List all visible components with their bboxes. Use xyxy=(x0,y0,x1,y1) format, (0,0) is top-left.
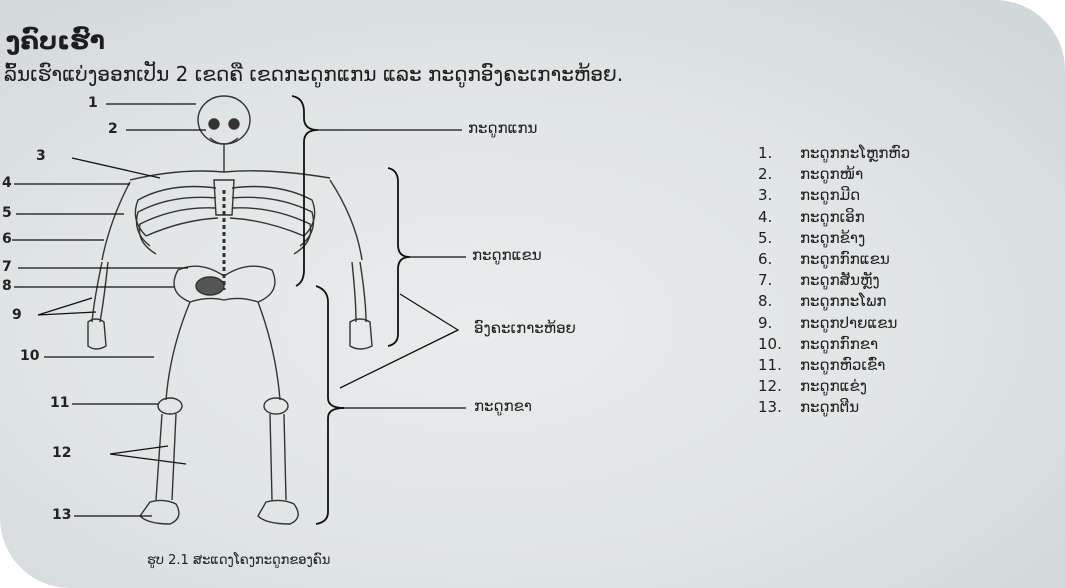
legend-item: 11.ກະດູກຫົວເຂົ່າ xyxy=(758,355,910,376)
pelvis-shade xyxy=(196,277,224,295)
forearm-right-a xyxy=(360,262,366,322)
tibia-right-b xyxy=(284,414,286,500)
legend-item: 13.ກະດູກຕີນ xyxy=(758,397,910,418)
callout-number: 4 xyxy=(2,175,12,191)
kneecap-left xyxy=(158,398,182,414)
callout-number: 9 xyxy=(12,307,22,323)
callout-number: 10 xyxy=(20,348,39,364)
foot-left xyxy=(140,500,179,524)
femur-right xyxy=(258,302,280,400)
legend-item: 6.ກະດູກກົກແຂນ xyxy=(758,249,910,270)
label-axial-skeleton: ກະດູກແກນ xyxy=(468,119,537,137)
bone-legend-list: 1.ກະດູກກະໂຫຼກຫົວ 2.ກະດູກໜ້າ 3.ກະດູກມີດ 4… xyxy=(758,143,910,418)
leader-3 xyxy=(72,158,160,178)
bracket-leg xyxy=(316,286,344,524)
label-appendicular: ອົງຄະເກາະຫ້ອຍ xyxy=(474,319,576,337)
bracket-axial xyxy=(292,96,318,286)
clavicle-left xyxy=(130,171,224,180)
clavicle-right xyxy=(224,171,330,178)
eye-socket-right xyxy=(229,119,239,129)
hand-left xyxy=(88,319,106,349)
callout-number: 13 xyxy=(52,507,71,523)
callout-number: 2 xyxy=(108,121,118,137)
legend-item: 3.ກະດູກມີດ xyxy=(758,185,910,206)
forearm-left-a xyxy=(92,262,102,322)
callout-number: 6 xyxy=(2,231,12,247)
brackets xyxy=(292,96,410,524)
femur-left xyxy=(166,302,190,400)
legend-item: 12.ກະດູກແຂ່ງ xyxy=(758,376,910,397)
callout-number: 8 xyxy=(2,278,12,294)
legend-item: 9.ກະດູກປາຍແຂນ xyxy=(758,313,910,334)
kneecap-right xyxy=(264,398,288,414)
foot-right xyxy=(258,500,298,524)
legend-item: 1.ກະດູກກະໂຫຼກຫົວ xyxy=(758,143,910,164)
skull-shape xyxy=(198,96,250,144)
callout-number: 12 xyxy=(52,445,71,461)
jaw-shape xyxy=(210,138,238,144)
bracket-arm xyxy=(388,168,410,346)
callout-number: 7 xyxy=(2,259,12,275)
leader-9 xyxy=(38,298,96,315)
forearm-left-b xyxy=(100,262,108,322)
humerus-left xyxy=(102,182,130,260)
legend-item: 5.ກະດູກຂ້າງ xyxy=(758,228,910,249)
legend-item: 4.ກະດູກເອິກ xyxy=(758,207,910,228)
skeleton-drawing xyxy=(88,96,372,524)
eye-socket-left xyxy=(209,119,219,129)
humerus-right xyxy=(330,180,362,260)
callout-number: 3 xyxy=(36,148,46,164)
tibia-left-b xyxy=(172,414,176,500)
leader-appendicular xyxy=(340,294,458,388)
label-leg-bones: ກະດູກຂາ xyxy=(474,397,532,415)
callout-number: 11 xyxy=(50,395,69,411)
callout-number: 1 xyxy=(88,95,98,111)
tibia-left-a xyxy=(156,414,162,500)
callout-number: 5 xyxy=(2,205,12,221)
legend-item: 8.ກະດູກກະໂພກ xyxy=(758,291,910,312)
hand-right xyxy=(350,319,372,349)
legend-item: 7.ກະດູກສັນຫຼັງ xyxy=(758,270,910,291)
tibia-right-a xyxy=(270,414,272,500)
figure-caption: ຮູບ 2.1 ສະແດງໂຄງກະດູກຂອງຄົນ xyxy=(147,553,330,568)
legend-item: 2.ກະດູກໜ້າ xyxy=(758,164,910,185)
legend-item: 10.ກະດູກກົກຂາ xyxy=(758,334,910,355)
forearm-right-b xyxy=(352,262,356,322)
label-arm-bones: ກະດູກແຂນ xyxy=(472,246,542,264)
